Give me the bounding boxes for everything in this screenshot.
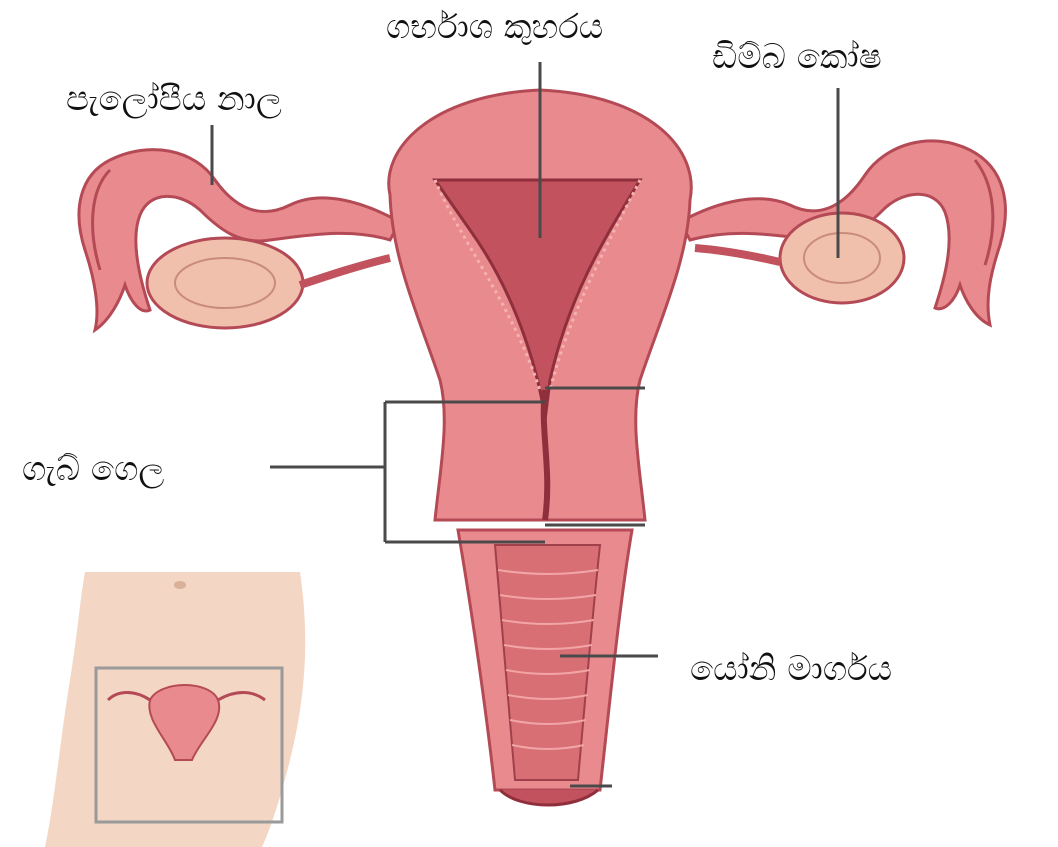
label-cervix: ගැබ් ගෙල [22, 452, 164, 486]
label-fallopian-tube: පැලෝපීය නාල [66, 82, 282, 116]
left-ovary [147, 238, 303, 328]
cervical-canal [544, 390, 548, 520]
label-ovary: ඩිම්බ කෝෂ [712, 40, 882, 74]
inset-body [45, 572, 305, 847]
label-vagina: යෝනි මාර්ගය [690, 652, 892, 686]
vagina [458, 530, 632, 805]
label-uterine-cavity: ගර්භාශ කුහරය [386, 10, 603, 44]
right-ovary [780, 213, 904, 303]
